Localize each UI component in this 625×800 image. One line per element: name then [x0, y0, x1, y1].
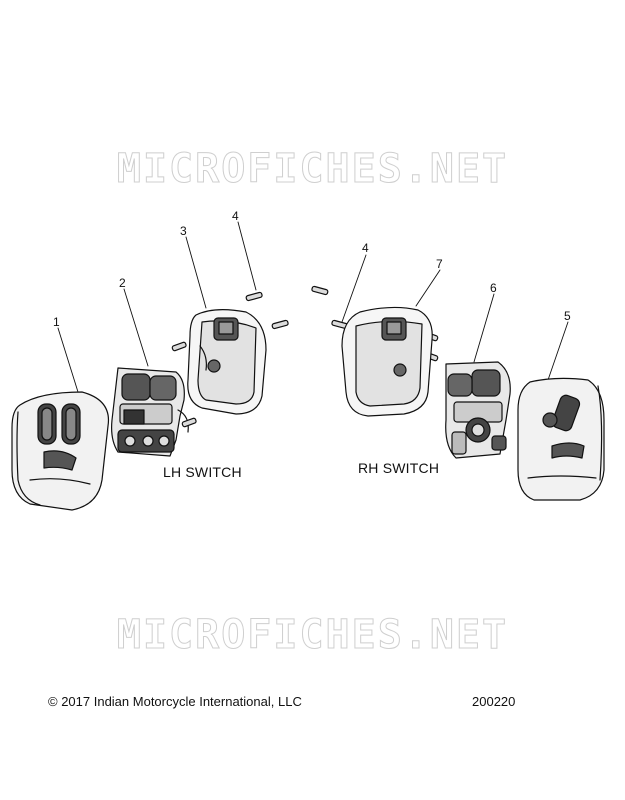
leader-lines	[57, 221, 569, 393]
diagram-code: 200220	[472, 694, 516, 709]
lh-screws	[171, 291, 289, 428]
copyright-text: © 2017 Indian Motorcycle International, …	[48, 694, 302, 709]
lh-rear-cover	[187, 309, 267, 415]
rh-rear-cover	[341, 306, 433, 417]
callout-4-rh: 4	[362, 241, 369, 255]
lh-switch-label: LH SWITCH	[163, 464, 242, 480]
rh-switch-label: RH SWITCH	[358, 460, 440, 476]
rh-outer-housing	[517, 377, 605, 501]
lh-outer-housing	[11, 391, 110, 511]
callout-5: 5	[564, 309, 571, 323]
callout-1: 1	[53, 315, 60, 329]
callout-4-lh: 4	[232, 209, 239, 223]
rh-switch-module	[445, 361, 511, 459]
callout-7: 7	[436, 257, 443, 271]
callout-3: 3	[180, 224, 187, 238]
callout-6: 6	[490, 281, 497, 295]
callout-2: 2	[119, 276, 126, 290]
lh-switch-module	[111, 367, 189, 457]
